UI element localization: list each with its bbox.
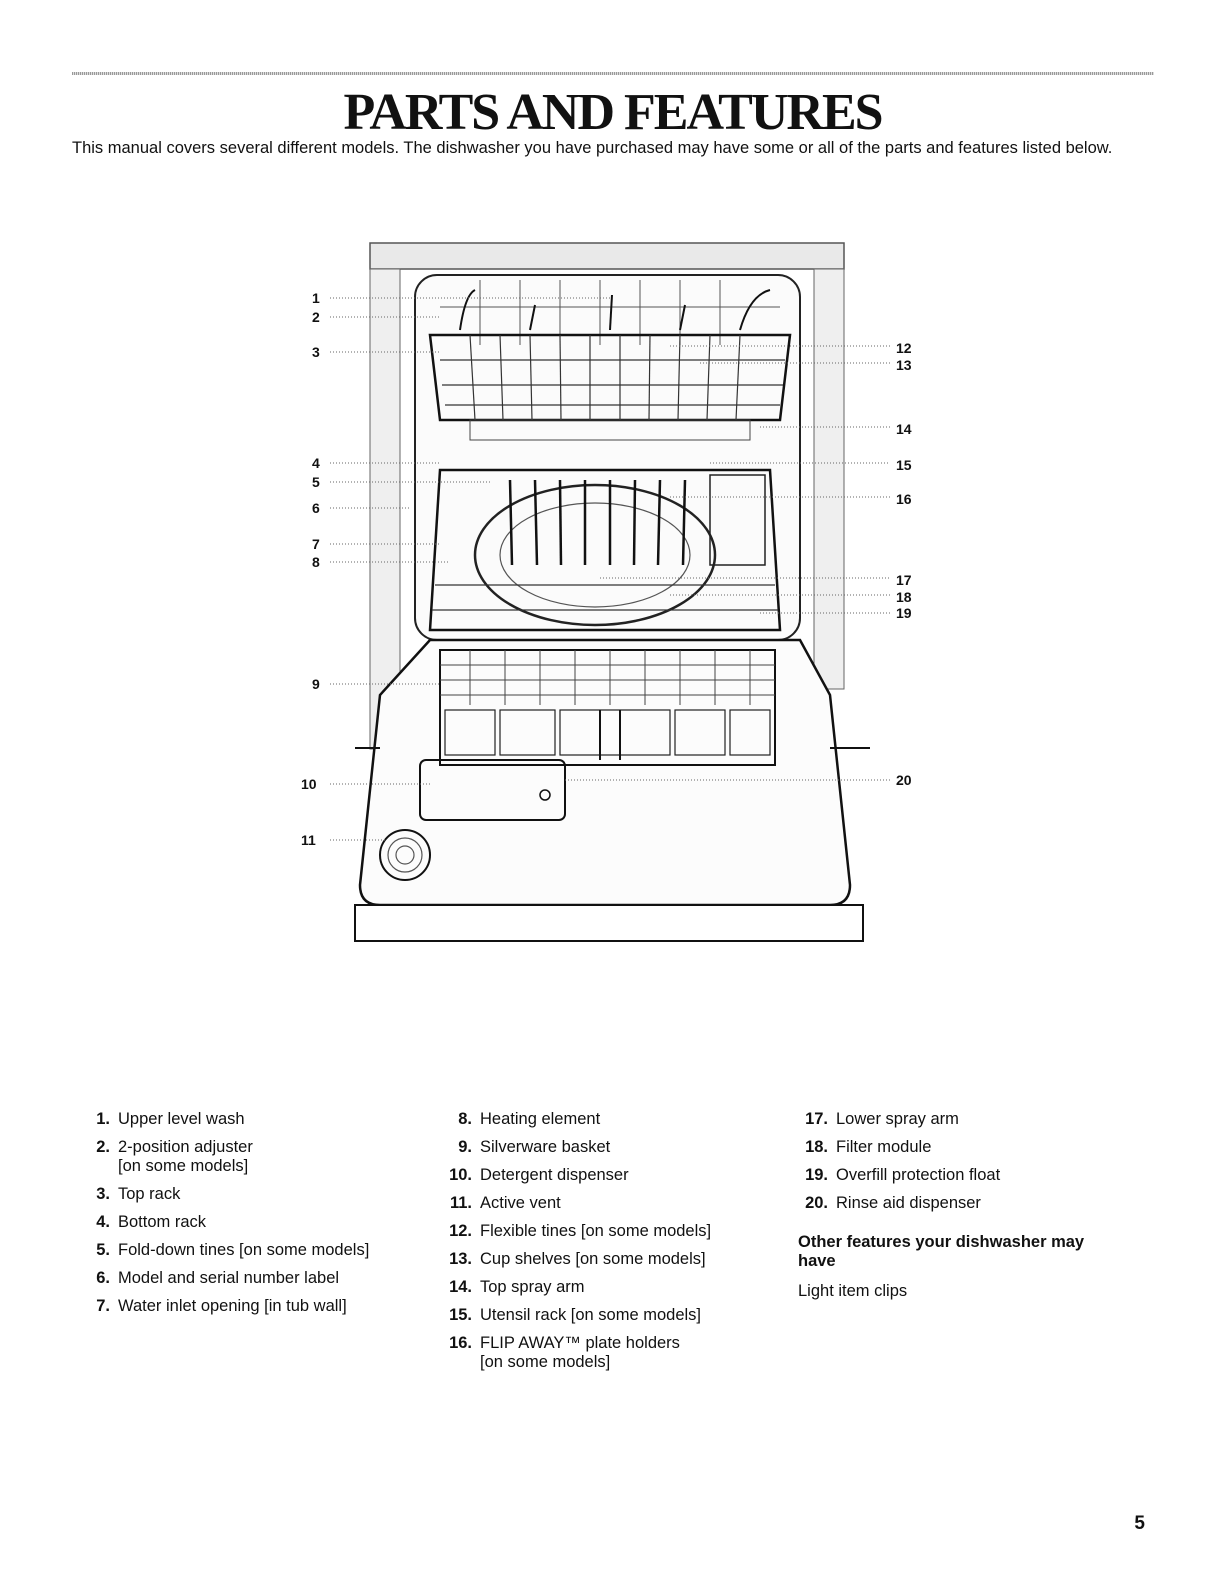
callout-5: 5 xyxy=(312,474,320,490)
callout-4: 4 xyxy=(312,455,320,471)
list-item: 17.Lower spray arm xyxy=(805,1110,959,1128)
callout-15: 15 xyxy=(896,457,912,473)
callout-19: 19 xyxy=(896,605,912,621)
parts-column-3: 17.Lower spray arm 18.Filter module 19.O… xyxy=(798,1110,1118,1301)
callout-1: 1 xyxy=(312,290,320,306)
list-item: 11.Active vent xyxy=(449,1194,561,1212)
list-item: 4.Bottom rack xyxy=(96,1213,207,1231)
other-feature-item: Light item clips xyxy=(798,1282,908,1300)
list-item: 20.Rinse aid dispenser xyxy=(805,1194,981,1212)
callout-18: 18 xyxy=(896,589,912,605)
callout-6: 6 xyxy=(312,500,320,516)
callout-17: 17 xyxy=(896,572,912,588)
callout-16: 16 xyxy=(896,491,912,507)
page-title: PARTS AND FEATURES xyxy=(343,84,883,141)
callout-7: 7 xyxy=(312,536,320,552)
list-item: 13.Cup shelves [on some models] xyxy=(449,1250,706,1268)
list-item: 19.Overfill protection float xyxy=(805,1166,1001,1184)
callout-20: 20 xyxy=(896,772,912,788)
parts-column-1: 1.Upper level wash 2.2-position adjuster… xyxy=(84,1110,369,1325)
list-item: 9.Silverware basket xyxy=(458,1138,611,1156)
callout-3: 3 xyxy=(312,344,320,360)
intro-paragraph: This manual covers several different mod… xyxy=(72,139,1113,157)
parts-column-2: 8.Heating element 9.Silverware basket 10… xyxy=(440,1110,711,1381)
other-features-heading: Other features your dishwasher may have xyxy=(798,1233,1085,1270)
list-item: 6.Model and serial number label xyxy=(96,1269,340,1287)
top-rule xyxy=(72,72,1154,75)
list-item: 18.Filter module xyxy=(805,1138,932,1156)
list-item: 1.Upper level wash xyxy=(96,1110,245,1128)
list-item: 10.Detergent dispenser xyxy=(449,1166,629,1184)
callout-8: 8 xyxy=(312,554,320,570)
page-number: 5 xyxy=(1134,1513,1145,1534)
callout-9: 9 xyxy=(312,676,320,692)
callout-14: 14 xyxy=(896,421,912,437)
list-item: 8.Heating element xyxy=(458,1110,601,1128)
callout-10: 10 xyxy=(301,776,317,792)
list-item: 5.Fold-down tines [on some models] xyxy=(96,1241,370,1259)
list-item: 12.Flexible tines [on some models] xyxy=(449,1222,712,1240)
list-item: 14.Top spray arm xyxy=(449,1278,585,1296)
callout-11: 11 xyxy=(301,832,316,848)
list-item: 2.2-position adjuster[on some models] xyxy=(96,1138,253,1175)
dishwasher-diagram xyxy=(330,242,890,942)
list-item: 16.FLIP AWAY™ plate holders[on some mode… xyxy=(449,1334,680,1371)
list-item: 7.Water inlet opening [in tub wall] xyxy=(96,1297,347,1315)
list-item: 3.Top rack xyxy=(96,1185,181,1203)
callout-12: 12 xyxy=(896,340,912,356)
callout-13: 13 xyxy=(896,357,912,373)
list-item: 15.Utensil rack [on some models] xyxy=(449,1306,702,1324)
callout-2: 2 xyxy=(312,309,320,325)
